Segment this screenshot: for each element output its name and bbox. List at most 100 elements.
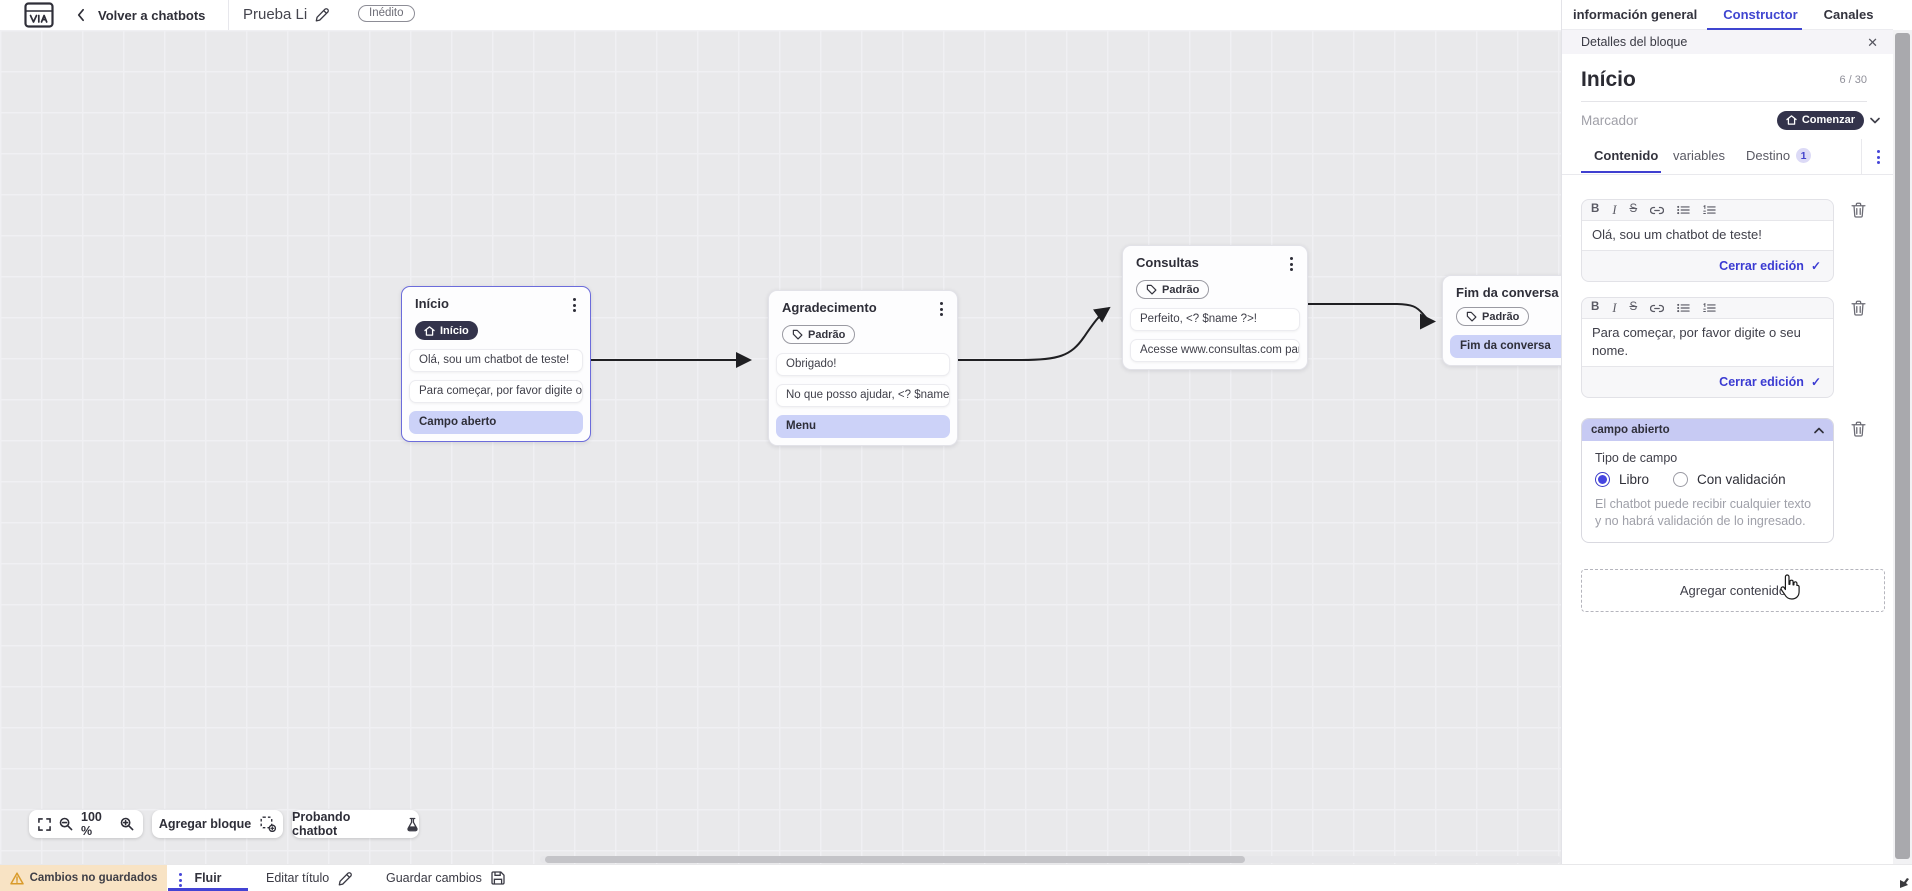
vertical-scrollbar-thumb[interactable] [1895, 33, 1910, 859]
status-badge: Inédito [358, 5, 415, 22]
tab-constructor[interactable]: Constructor [1723, 7, 1798, 22]
bullet-list-icon[interactable] [1677, 205, 1690, 215]
node-badge: Padrão [1136, 280, 1210, 299]
horizontal-scrollbar-thumb[interactable] [545, 856, 1245, 863]
panel-content: B I S Olá, sou um chatbot de teste! Cerr… [1562, 175, 1893, 612]
node-item[interactable]: Menu [776, 415, 950, 438]
chevron-left-icon [77, 8, 84, 22]
close-icon[interactable]: ✕ [1867, 34, 1878, 50]
back-to-chatbots-button[interactable]: Volver a chatbots [76, 0, 205, 30]
node-menu-icon[interactable] [1287, 255, 1296, 273]
bold-icon[interactable]: B [1591, 203, 1600, 216]
message-text-input[interactable]: Para começar, por favor digite o seu nom… [1582, 319, 1833, 367]
node-title: Consultas [1136, 255, 1199, 270]
chatbot-title: Prueba Li [243, 6, 308, 23]
marker-label: Marcador [1581, 112, 1639, 128]
flow-menu-icon[interactable] [176, 871, 185, 889]
flask-icon [407, 817, 418, 831]
test-chatbot-button[interactable]: Probando chatbot [292, 810, 419, 838]
open-field-block: campo abierto Tipo de campo Libro [1581, 418, 1884, 543]
tabs-divider [1861, 139, 1862, 175]
vertical-scrollbar[interactable] [1893, 30, 1912, 864]
open-field-header[interactable]: campo abierto [1582, 419, 1833, 441]
add-content-button[interactable]: Agregar contenido [1581, 569, 1885, 612]
zoom-out-icon[interactable] [59, 817, 73, 831]
node-item[interactable]: Perfeito, <? $name ?>! [1130, 308, 1300, 331]
node-item[interactable]: Olá, sou um chatbot de teste! [409, 349, 583, 372]
marker-row: Marcador Comenzar [1562, 110, 1893, 130]
link-icon[interactable] [1650, 304, 1665, 313]
edit-title-button[interactable]: Editar título [266, 865, 353, 891]
node-item[interactable]: No que posso ajudar, <? $name ... [776, 384, 950, 407]
radio-con-validacion[interactable]: Con validación [1673, 472, 1786, 487]
panel-menu-icon[interactable] [1874, 148, 1883, 166]
node-menu-icon[interactable] [937, 300, 946, 318]
node-menu-icon[interactable] [570, 296, 579, 314]
text-toolbar: B I S [1582, 200, 1833, 221]
tab-contenido-underline [1581, 171, 1661, 173]
node-item[interactable]: Acesse www.consultas.com par... [1130, 339, 1300, 362]
node-item[interactable]: Campo aberto [409, 411, 583, 434]
node-item[interactable]: Obrigado! [776, 353, 950, 376]
zoom-in-icon[interactable] [120, 817, 134, 831]
text-toolbar: B I S [1582, 298, 1833, 319]
unsaved-changes-badge: Cambios no guardados [0, 865, 167, 891]
trash-icon[interactable] [1851, 300, 1866, 316]
heading-divider [1581, 101, 1867, 102]
content-block-2: B I S Para começar, por favor digite o s… [1581, 297, 1884, 398]
link-icon[interactable] [1650, 206, 1665, 215]
tab-fluir-underline [168, 888, 248, 891]
bold-icon[interactable]: B [1591, 301, 1600, 314]
destino-count-badge: 1 [1796, 148, 1812, 163]
flow-node-inicio[interactable]: Início Início Olá, sou um chatbot de tes… [401, 286, 591, 442]
node-title: Início [415, 296, 449, 311]
radio-libro[interactable]: Libro [1595, 472, 1649, 487]
node-badge: Padrão [1456, 307, 1530, 326]
char-counter: 6 / 30 [1839, 74, 1867, 86]
flow-node-agradecimento[interactable]: Agradecimento Padrão Obrigado! No que po… [768, 290, 958, 446]
trash-icon[interactable] [1851, 421, 1866, 437]
panel-tabs: Contenido variables Destino 1 [1562, 139, 1893, 175]
numbered-list-icon[interactable] [1703, 205, 1716, 215]
tab-informacion-general[interactable]: información general [1573, 7, 1698, 22]
tag-icon [1466, 311, 1477, 322]
tab-constructor-underline [1707, 28, 1802, 30]
close-edit-button[interactable]: Cerrar edición [1719, 375, 1804, 389]
add-block-button[interactable]: Agregar bloque [152, 810, 283, 838]
node-item[interactable]: Para começar, por favor digite o ... [409, 380, 583, 403]
tab-fluir[interactable]: Fluir [194, 871, 222, 885]
warning-icon [9, 871, 24, 885]
check-icon: ✓ [1810, 375, 1821, 389]
tab-canales[interactable]: Canales [1823, 7, 1874, 22]
tab-contenido[interactable]: Contenido [1594, 148, 1659, 163]
flow-node-consultas[interactable]: Consultas Padrão Perfeito, <? $name ?>! … [1122, 245, 1308, 370]
edit-title-pencil-icon[interactable] [315, 7, 330, 27]
chevron-down-icon [1870, 117, 1880, 123]
close-edit-button[interactable]: Cerrar edición [1719, 259, 1804, 273]
tab-variables[interactable]: variables [1673, 148, 1726, 163]
strikethrough-icon[interactable]: S [1629, 203, 1638, 216]
tag-icon [792, 329, 803, 340]
italic-icon[interactable]: I [1612, 300, 1617, 315]
italic-icon[interactable]: I [1612, 202, 1617, 217]
trash-icon[interactable] [1851, 202, 1866, 218]
horizontal-scrollbar[interactable] [540, 856, 1561, 863]
bottombar: Cambios no guardados Fluir Editar título… [0, 864, 1912, 891]
block-details-panel: información general Constructor Canales … [1561, 0, 1893, 864]
block-heading: Início 6 / 30 [1562, 54, 1893, 92]
chevron-up-icon [1814, 427, 1824, 433]
radio-unselected-icon [1673, 472, 1689, 487]
app-tabs: información general Constructor Canales [1562, 0, 1893, 30]
mouse-cursor [1780, 574, 1800, 600]
bullet-list-icon[interactable] [1677, 303, 1690, 313]
tab-destino[interactable]: Destino 1 [1746, 148, 1812, 163]
save-changes-button[interactable]: Guardar cambios [386, 865, 505, 891]
message-text-input[interactable]: Olá, sou um chatbot de teste! [1582, 221, 1833, 251]
flow-canvas[interactable] [0, 30, 1561, 864]
marker-select[interactable]: Comenzar [1776, 110, 1880, 130]
connection-wires [591, 303, 1436, 368]
strikethrough-icon[interactable]: S [1629, 301, 1638, 314]
fullscreen-icon[interactable] [38, 817, 51, 831]
numbered-list-icon[interactable] [1703, 303, 1716, 313]
